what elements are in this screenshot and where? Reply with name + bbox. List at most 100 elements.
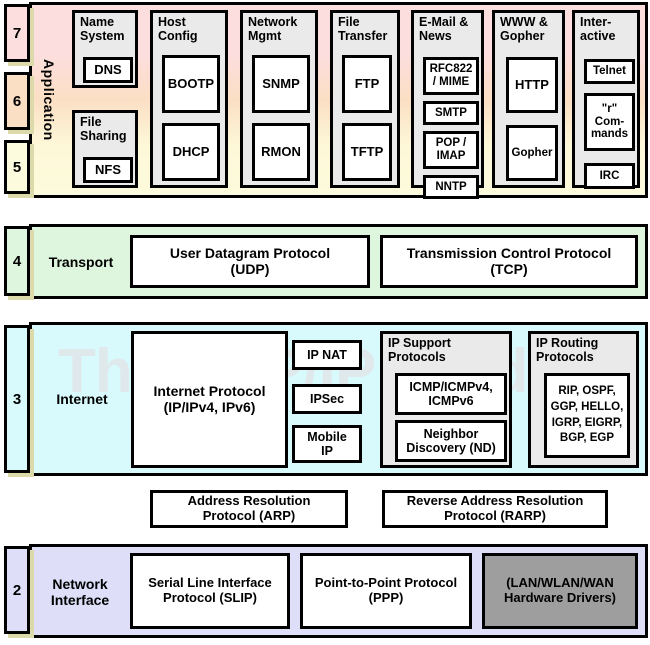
group-host-config: Host Config BOOTP DHCP xyxy=(150,10,228,188)
protocol-label: RFC822 / MIME xyxy=(429,63,473,88)
protocol-label: SMTP xyxy=(435,106,467,119)
protocol-label: RMON xyxy=(261,143,301,159)
group-label: IP Routing Protocols xyxy=(536,336,599,364)
protocol-label: ICMP/ICMPv4, ICMPv6 xyxy=(409,380,493,408)
group-file-sharing: File Sharing NFS xyxy=(72,110,138,188)
osi-number-label: 6 xyxy=(12,92,22,110)
protocol-irc: IRC xyxy=(584,163,635,189)
protocol-icmp: ICMP/ICMPv4, ICMPv6 xyxy=(395,373,507,415)
protocol-ip-nat: IP NAT xyxy=(292,340,362,370)
protocol-label: IPSec xyxy=(309,392,345,406)
protocol-snmp: SNMP xyxy=(252,55,310,113)
protocol-label: Reverse Address Resolution Protocol (RAR… xyxy=(406,493,584,523)
protocol-label: DHCP xyxy=(172,143,210,159)
protocol-ipsec: IPSec xyxy=(292,384,362,414)
osi-layer-number-6: 6 xyxy=(4,72,30,130)
group-label: Network Mgmt xyxy=(248,15,298,43)
group-ip-routing-protocols: IP Routing Protocols RIP, OSPF, GGP, HEL… xyxy=(528,331,639,468)
protocol-bootp: BOOTP xyxy=(162,55,220,113)
protocol-label: TFTP xyxy=(350,143,384,159)
protocol-label: NFS xyxy=(95,161,121,177)
group-network-mgmt: Network Mgmt SNMP RMON xyxy=(240,10,318,188)
protocol-label: User Datagram Protocol (UDP) xyxy=(169,244,331,277)
protocol-nntp: NNTP xyxy=(423,175,479,199)
group-label: File Sharing xyxy=(80,115,127,143)
protocol-mobile-ip: Mobile IP xyxy=(292,425,362,463)
network-interface-layer-title: Network Interface xyxy=(34,574,126,610)
osi-layer-number-4: 4 xyxy=(4,226,30,296)
layer-title-label: Application xyxy=(41,59,58,141)
protocol-label: Point-to-Point Protocol (PPP) xyxy=(314,575,458,605)
protocol-ppp: Point-to-Point Protocol (PPP) xyxy=(300,553,472,629)
osi-layer-number-3: 3 xyxy=(4,325,30,473)
protocol-ftp: FTP xyxy=(342,55,392,113)
protocol-label: Neighbor Discovery (ND) xyxy=(406,427,496,455)
protocol-dns: DNS xyxy=(83,57,133,83)
group-name-system: Name System DNS xyxy=(72,10,138,88)
protocol-label: Address Resolution Protocol (ARP) xyxy=(187,493,311,523)
protocol-label: RIP, OSPF, GGP, HELLO, IGRP, EIGRP, BGP,… xyxy=(550,385,624,445)
protocol-label: DNS xyxy=(94,61,122,77)
protocol-tftp: TFTP xyxy=(342,123,392,181)
group-www-gopher: WWW & Gopher HTTP Gopher xyxy=(492,10,565,188)
group-label: Host Config xyxy=(158,15,198,43)
group-label: WWW & Gopher xyxy=(500,15,548,43)
protocol-label: NNTP xyxy=(435,180,467,193)
protocol-smtp: SMTP xyxy=(423,101,479,125)
protocol-label: Gopher xyxy=(511,146,553,159)
protocol-routing-list: RIP, OSPF, GGP, HELLO, IGRP, EIGRP, BGP,… xyxy=(544,373,630,458)
internet-layer-title: Internet xyxy=(36,386,128,412)
protocol-rmon: RMON xyxy=(252,123,310,181)
osi-layer-number-2: 2 xyxy=(4,546,30,634)
protocol-nfs: NFS xyxy=(83,157,133,183)
protocol-label: FTP xyxy=(354,75,380,91)
protocol-rarp: Reverse Address Resolution Protocol (RAR… xyxy=(382,490,608,528)
group-label: Inter- active xyxy=(580,15,616,43)
osi-number-label: 3 xyxy=(12,390,22,408)
protocol-arp: Address Resolution Protocol (ARP) xyxy=(150,490,348,528)
protocol-label: SNMP xyxy=(262,75,300,91)
group-interactive: Inter- active Telnet "r" Com- mands IRC xyxy=(572,10,640,189)
protocol-label: Telnet xyxy=(592,65,626,78)
protocol-label: BOOTP xyxy=(167,75,215,91)
protocol-label: "r" Com- mands xyxy=(590,102,629,141)
protocol-label: (LAN/WLAN/WAN Hardware Drivers) xyxy=(504,575,616,605)
protocol-slip: Serial Line Interface Protocol (SLIP) xyxy=(130,553,290,629)
layer-title-label: Network Interface xyxy=(50,575,110,608)
layer-title-label: Transport xyxy=(48,253,114,270)
protocol-label: Serial Line Interface Protocol (SLIP) xyxy=(148,575,272,605)
osi-number-label: 7 xyxy=(12,24,22,42)
protocol-hardware-drivers: (LAN/WLAN/WAN Hardware Drivers) xyxy=(482,553,638,629)
protocol-label: Internet Protocol (IP/IPv4, IPv6) xyxy=(153,382,266,415)
protocol-http: HTTP xyxy=(506,57,558,113)
osi-number-label: 4 xyxy=(12,252,22,270)
group-label: E-Mail & News xyxy=(419,15,469,43)
osi-layer-number-5: 5 xyxy=(4,140,30,194)
protocol-tcp: Transmission Control Protocol (TCP) xyxy=(380,235,638,288)
protocol-neighbor-discovery: Neighbor Discovery (ND) xyxy=(395,420,507,462)
protocol-dhcp: DHCP xyxy=(162,123,220,181)
protocol-ip: Internet Protocol (IP/IPv4, IPv6) xyxy=(131,331,288,468)
protocol-r-commands: "r" Com- mands xyxy=(584,93,635,151)
group-file-transfer: File Transfer FTP TFTP xyxy=(330,10,400,188)
group-label: IP Support Protocols xyxy=(388,336,451,364)
protocol-udp: User Datagram Protocol (UDP) xyxy=(130,235,370,288)
transport-layer-title: Transport xyxy=(36,248,126,276)
protocol-label: HTTP xyxy=(515,76,549,92)
layer-title-label: Internet xyxy=(56,390,108,407)
group-ip-support-protocols: IP Support Protocols ICMP/ICMPv4, ICMPv6… xyxy=(380,331,512,468)
protocol-label: IP NAT xyxy=(307,348,347,362)
protocol-pop-imap: POP / IMAP xyxy=(423,131,479,169)
protocol-telnet: Telnet xyxy=(584,59,635,84)
protocol-label: Mobile IP xyxy=(307,430,347,458)
protocol-label: IRC xyxy=(599,169,620,182)
application-layer-title: Application xyxy=(34,14,64,186)
osi-layer-number-7: 7 xyxy=(4,4,30,62)
protocol-label: Transmission Control Protocol (TCP) xyxy=(406,244,612,277)
protocol-label: POP / IMAP xyxy=(435,137,467,162)
group-label: Name System xyxy=(80,15,125,43)
osi-number-label: 2 xyxy=(12,581,22,599)
group-label: File Transfer xyxy=(338,15,388,43)
protocol-rfc822-mime: RFC822 / MIME xyxy=(423,57,479,95)
